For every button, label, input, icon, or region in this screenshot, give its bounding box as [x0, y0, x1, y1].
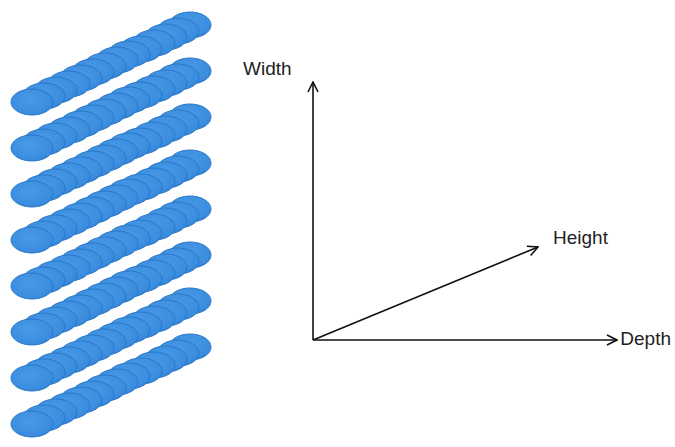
axes: [313, 82, 617, 340]
axis-label: Width: [243, 58, 292, 81]
axis-label: Depth: [620, 328, 671, 351]
axis-label: Height: [553, 227, 608, 250]
neuron-stack: [11, 12, 211, 437]
